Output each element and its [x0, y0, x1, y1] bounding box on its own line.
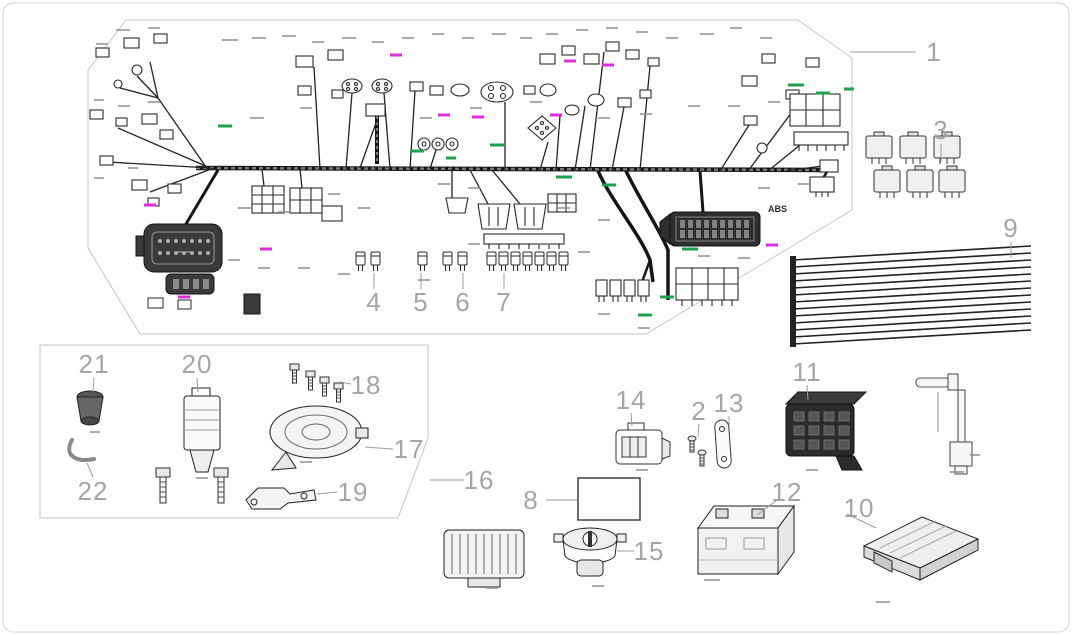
abs-label: ABS: [768, 204, 788, 214]
ignition-switch: [553, 527, 627, 577]
relay-group: [865, 131, 966, 199]
harness-main-trunk: [195, 116, 833, 173]
callout-19: 19: [337, 477, 369, 507]
leader-lines: [86, 51, 1012, 552]
harness-taped-branches: [184, 169, 830, 300]
callout-1: 1: [926, 37, 942, 67]
callout-8: 8: [523, 485, 539, 515]
inset-box-outline: [39, 344, 429, 519]
sensor-schematic: [915, 373, 973, 475]
harness-branches: [107, 51, 823, 205]
plate: [577, 477, 641, 521]
secondary-connector: [147, 273, 261, 315]
callout-9: 9: [1003, 213, 1019, 243]
callout-13: 13: [713, 388, 745, 418]
callout-2: 2: [691, 396, 707, 426]
callout-12: 12: [771, 477, 803, 507]
callout-6: 6: [455, 287, 471, 317]
stay-bracket: [714, 419, 732, 469]
horn-screws: [289, 363, 344, 403]
callout-10: 10: [843, 493, 875, 523]
callout-5: 5: [413, 287, 429, 317]
text-ticks-magenta: [144, 53, 778, 299]
harness-dark-connectors: [135, 211, 761, 315]
callout-3: 3: [933, 115, 949, 145]
callout-7: 7: [496, 287, 512, 317]
text-ticks-green: [218, 83, 854, 317]
abs-connector: [659, 211, 761, 247]
cable-ties: [789, 245, 1032, 348]
screws: [687, 435, 707, 467]
callout-14: 14: [615, 385, 647, 415]
connector-housing: [784, 391, 868, 471]
callout-20: 20: [181, 349, 213, 379]
horn: [269, 405, 369, 471]
callout-22: 22: [77, 476, 109, 506]
callout-4: 4: [366, 287, 382, 317]
callout-17: 17: [393, 434, 425, 464]
harness-outline: [87, 19, 853, 335]
battery: [697, 504, 795, 576]
ecu-module: [862, 516, 980, 581]
callout-21: 21: [78, 349, 110, 379]
ecu-main-connector: [135, 223, 223, 273]
mount-bolts-pair: [155, 467, 229, 504]
bracket: [245, 487, 317, 510]
wire-clip: [67, 438, 96, 462]
callout-11: 11: [792, 357, 822, 387]
callout-18: 18: [350, 370, 382, 400]
flasher-relay: [183, 387, 221, 473]
rubber-cap: [76, 390, 104, 426]
inline-fuses: [355, 251, 569, 272]
diode-unit: [615, 422, 671, 465]
harness-connectors: [89, 33, 849, 306]
rectifier: [443, 529, 525, 588]
callout-16: 16: [463, 465, 495, 495]
text-ticks-gray: [90, 27, 980, 603]
callout-15: 15: [633, 536, 665, 566]
